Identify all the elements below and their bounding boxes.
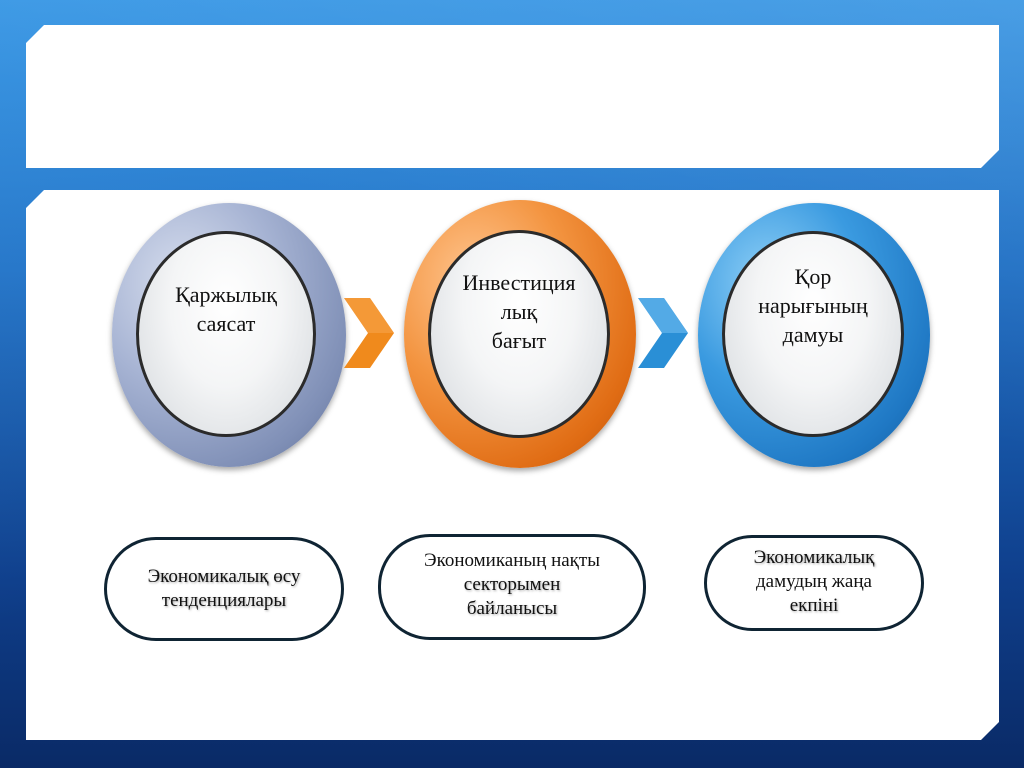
outcome-text-2: Экономиканың нақты секторымен байланысы xyxy=(424,549,600,621)
stage-label-2: Инвестиция лық бағыт xyxy=(462,269,576,353)
stage-ring-1: Қаржылық саясат xyxy=(112,203,346,467)
outcome-box-1: Экономикалық өсу тенденциялары xyxy=(104,537,344,641)
outcome-1-line-1: Экономикалық өсу xyxy=(147,566,301,587)
outcome-2-line-3: байланысы xyxy=(466,598,558,619)
outcome-box-3: Экономикалық дамудың жаңа екпіні xyxy=(704,535,924,631)
outcome-2-line-1: Экономиканың нақты xyxy=(424,550,600,571)
stage-label-3: Қор нарығының дамуы xyxy=(758,263,868,347)
chevron-right-icon xyxy=(638,298,688,368)
stage-node-3: Қор нарығының дамуы xyxy=(722,231,904,437)
stage-node-1: Қаржылық саясат xyxy=(136,231,316,437)
outcome-1-line-2: тенденциялары xyxy=(161,590,287,611)
outcome-2-line-2: секторымен xyxy=(463,574,561,595)
outcome-box-2: Экономиканың нақты секторымен байланысы xyxy=(378,534,646,640)
outcome-3-line-1: Экономикалық xyxy=(753,547,875,568)
stage-node-2: Инвестиция лық бағыт xyxy=(428,230,610,438)
chevron-right-icon xyxy=(344,298,394,368)
stage-label-1: Қаржылық саясат xyxy=(175,282,277,336)
stage-ring-3: Қор нарығының дамуы xyxy=(698,203,930,467)
outcome-3-line-3: екпіні xyxy=(789,595,839,616)
outcome-3-line-2: дамудың жаңа xyxy=(756,571,872,592)
outcome-text-3: Экономикалық дамудың жаңа екпіні xyxy=(754,546,875,618)
title-panel xyxy=(26,25,999,168)
outcome-text-1: Экономикалық өсу тенденциялары xyxy=(148,565,301,613)
stage-ring-2: Инвестиция лық бағыт xyxy=(404,200,636,468)
